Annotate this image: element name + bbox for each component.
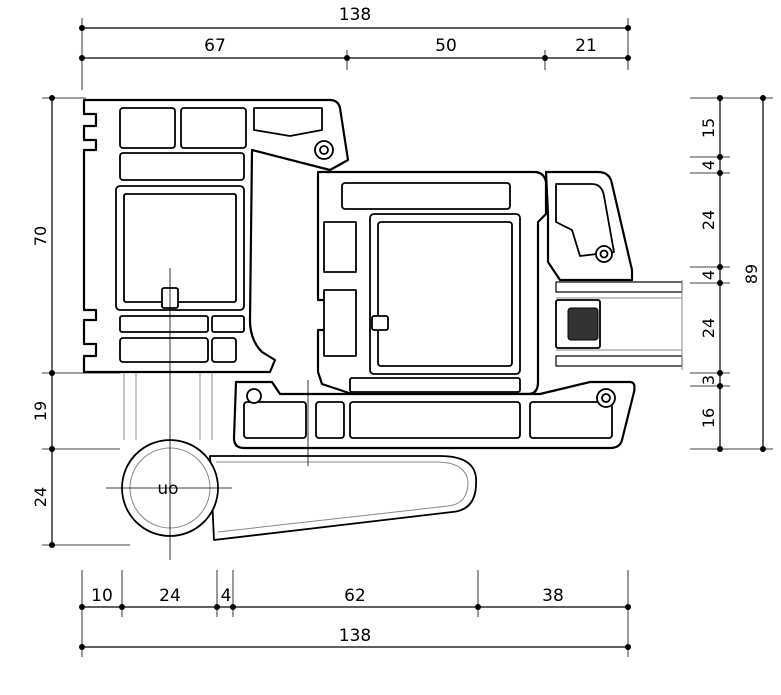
right-dimension-4b: 4 [699, 270, 718, 280]
right-overall-dimension: 89 [742, 264, 761, 284]
bottom-dimension-4: 4 [221, 586, 232, 606]
bottom-dimension-chain: 10 24 4 62 38 138 [79, 570, 631, 657]
top-overall-dimension: 138 [339, 5, 371, 25]
left-dimension-24: 24 [31, 487, 50, 507]
right-dimension-24a: 24 [699, 210, 718, 230]
left-dimension-70: 70 [31, 226, 50, 246]
bottom-frame-profile [232, 380, 636, 450]
window-handle: uo [106, 268, 477, 560]
top-dimension-50: 50 [435, 36, 457, 56]
bottom-dimension-24: 24 [159, 586, 181, 606]
top-dimension-chain: 138 67 50 21 [79, 5, 631, 90]
bottom-dimension-38: 38 [542, 586, 564, 606]
right-dimension-4a: 4 [699, 160, 718, 170]
glass-unit [555, 280, 683, 370]
top-dimension-21: 21 [575, 36, 597, 56]
sash-profile [316, 170, 548, 396]
top-dimension-67: 67 [204, 36, 226, 56]
bottom-dimension-10: 10 [91, 586, 113, 606]
desiccant-spacer [567, 307, 599, 341]
bottom-overall-dimension: 138 [339, 626, 371, 646]
right-dimension-chain: 15 4 24 4 24 3 16 89 [690, 95, 773, 452]
right-dimension-16: 16 [699, 408, 718, 428]
left-dimension-chain: 70 19 24 [31, 95, 130, 548]
glazing-bead [544, 170, 634, 282]
right-dimension-15: 15 [699, 118, 718, 138]
bottom-dimension-62: 62 [344, 586, 366, 606]
right-dimension-3: 3 [699, 375, 718, 385]
handle-label: uo [157, 479, 178, 499]
left-dimension-19: 19 [31, 401, 50, 421]
frame-profile [82, 98, 350, 374]
right-dimension-24b: 24 [699, 318, 718, 338]
